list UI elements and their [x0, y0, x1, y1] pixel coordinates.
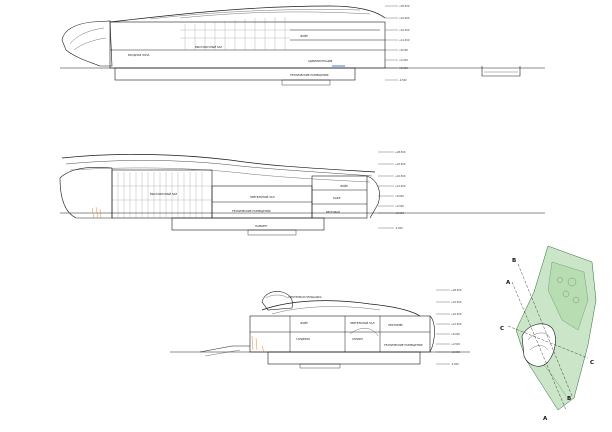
room-label: АДМИНИСТРАЦИЯ	[308, 59, 333, 63]
cut-mark-label: B	[567, 396, 571, 402]
front-canopy	[61, 20, 113, 67]
level-mark: +12.000	[399, 39, 410, 42]
roof-shell	[61, 154, 376, 173]
section-b-b	[59, 151, 545, 236]
room-label: ТЕХНИЧЕСКИЕ ПОМЕЩЕНИЯ	[232, 209, 271, 213]
section-b-b-labels: ВЫСТАВОЧНЫЙ ЗАЛ ЗРИТЕЛЬНЫЙ ЗАЛ ФОЙЕ КАФЕ…	[150, 151, 406, 230]
annex-a	[481, 66, 521, 77]
room-label: ТЕХНИЧЕСКИЕ ПОМЕЩЕНИЯ	[384, 343, 423, 347]
level-mark: -4.500	[451, 363, 459, 366]
room-label: ВЫСТАВОЧНЫЙ ЗАЛ	[195, 44, 222, 49]
key-plan	[507, 245, 597, 411]
room-label: ФОЙЕ	[340, 183, 348, 188]
level-mark: +12.000	[451, 323, 462, 326]
room-label: КАФЕ	[333, 196, 341, 200]
entry-ramp	[199, 345, 250, 353]
level-mark: ±0.000	[399, 67, 408, 70]
room-label: ГАРДЕРОБ	[296, 337, 310, 341]
cut-mark-label: A	[543, 416, 548, 422]
level-mark: +28.500	[395, 151, 406, 154]
level-mark: ±0.000	[451, 351, 460, 354]
observation-crown	[261, 291, 293, 311]
section-a-a-labels: ВЫСТАВОЧНЫЙ ЗАЛ ФОЙЕ ТЕХНИЧЕСКИЕ ПОМЕЩЕН…	[128, 5, 410, 82]
roof-shell	[261, 300, 421, 317]
basement	[171, 217, 325, 231]
level-mark: +22.000	[451, 301, 462, 304]
level-mark: +22.000	[399, 17, 410, 20]
level-mark: +4.500	[395, 205, 404, 208]
level-mark: +22.000	[395, 163, 406, 166]
level-mark: +16.500	[399, 29, 410, 32]
level-mark: ±0.000	[395, 212, 404, 215]
level-mark: +16.500	[451, 313, 462, 316]
room-label: СМОТРОВАЯ ПЛОЩАДКА	[288, 295, 322, 299]
level-mark: +4.500	[399, 59, 408, 62]
roof-shell	[109, 5, 386, 23]
room-label: ПАРКИНГ	[255, 224, 268, 228]
section-c-c	[170, 289, 470, 369]
room-label: ЛЕКТОРИЙ	[388, 322, 403, 327]
basement	[114, 67, 356, 81]
level-mark: -4.500	[395, 227, 403, 230]
room-label: ЗРИТЕЛЬНЫЙ ЗАЛ	[350, 320, 375, 325]
front-nose	[59, 167, 113, 219]
room-label: РЕСТОРАН	[326, 210, 340, 214]
room-label: ТЕХНИЧЕСКИЕ ПОМЕЩЕНИЯ	[290, 73, 329, 77]
room-label: ВЫСТАВОЧНЫЙ ЗАЛ	[150, 191, 177, 196]
level-mark: +4.500	[451, 343, 460, 346]
section-a-a	[60, 5, 545, 86]
room-label: ФОЙЕ	[300, 33, 308, 38]
level-mark: +28.500	[451, 289, 462, 292]
level-mark: +8.000	[451, 333, 460, 336]
level-mark: +28.500	[399, 5, 410, 8]
room-label: ЗРИТЕЛЬНЫЙ ЗАЛ	[250, 194, 275, 199]
level-mark: -4.500	[399, 79, 407, 82]
cut-mark-label: C	[500, 326, 504, 332]
cut-mark-label: B	[512, 258, 516, 264]
key-plan-cut-marks: B B A A C C	[500, 258, 594, 422]
section-c-c-labels: СМОТРОВАЯ ПЛОЩАДКА ФОЙЕ ЗРИТЕЛЬНЫЙ ЗАЛ А…	[288, 289, 462, 366]
level-mark: +8.000	[399, 49, 408, 52]
room-label: ФОЙЕ	[300, 320, 308, 325]
room-label: АТРИУМ	[352, 337, 363, 341]
room-label: ВХОДНАЯ ЗОНА	[128, 53, 150, 57]
level-mark: +16.500	[395, 175, 406, 178]
level-mark: +12.000	[395, 185, 406, 188]
level-mark: +8.000	[395, 195, 404, 198]
cut-mark-label: C	[590, 360, 594, 366]
basement	[267, 351, 421, 365]
cut-mark-label: A	[506, 280, 511, 286]
main-volume	[109, 21, 386, 69]
